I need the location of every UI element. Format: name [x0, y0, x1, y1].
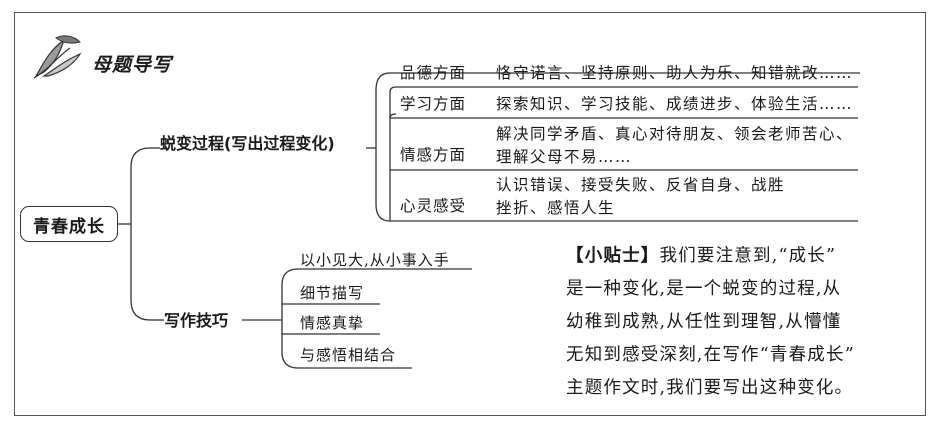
root-node: 青春成长: [20, 206, 118, 242]
branch-change-label: 蜕变过程(写出过程变化): [160, 134, 335, 153]
detail-study: 探索知识、学习技能、成绩进步、体验生活……: [496, 95, 854, 113]
tips-line: 无知到感受深刻,在写作“青春成长”: [566, 345, 855, 365]
technique-item: 情感真挚: [300, 314, 365, 332]
tips-line: 我们要注意到,“成长”: [659, 246, 837, 266]
tips-paragraph: 【小贴士】我们要注意到,“成长” 是一种变化,是一个蜕变的过程,从 幼稚到成熟,…: [566, 240, 911, 405]
tips-line: 幼稚到成熟,从任性到理智,从懵懂: [566, 312, 842, 332]
category-mind: 心灵感受: [400, 197, 467, 215]
category-study: 学习方面: [400, 95, 467, 113]
leaf-logo-icon: [33, 35, 82, 79]
detail-morality: 恪守诺言、坚持原则、助人为乐、知错就改……: [496, 64, 854, 82]
technique-item: 以小见大,从小事入手: [300, 251, 450, 269]
tips-label: 【小贴士】: [566, 246, 660, 266]
tips-line: 主题作文时,我们要写出这种变化。: [566, 378, 854, 398]
tips-line: 是一种变化,是一个蜕变的过程,从: [566, 279, 842, 299]
detail-emotion-line-1: 解决同学矛盾、真心对待朋友、领会老师苦心、: [496, 125, 854, 143]
detail-mind-line-1: 认识错误、接受失败、反省自身、战胜: [496, 176, 786, 194]
section-heading: 母题导写: [92, 54, 173, 76]
technique-item: 细节描写: [300, 284, 365, 302]
category-morality: 品德方面: [400, 64, 467, 82]
detail-emotion-line-2: 理解父母不易……: [496, 148, 633, 166]
branch-skill-label: 写作技巧: [164, 311, 229, 330]
content-frame: [14, 12, 926, 416]
detail-mind-line-2: 挫折、感悟人生: [496, 199, 616, 217]
technique-item: 与感悟相结合: [300, 346, 397, 364]
category-emotion: 情感方面: [400, 146, 467, 164]
